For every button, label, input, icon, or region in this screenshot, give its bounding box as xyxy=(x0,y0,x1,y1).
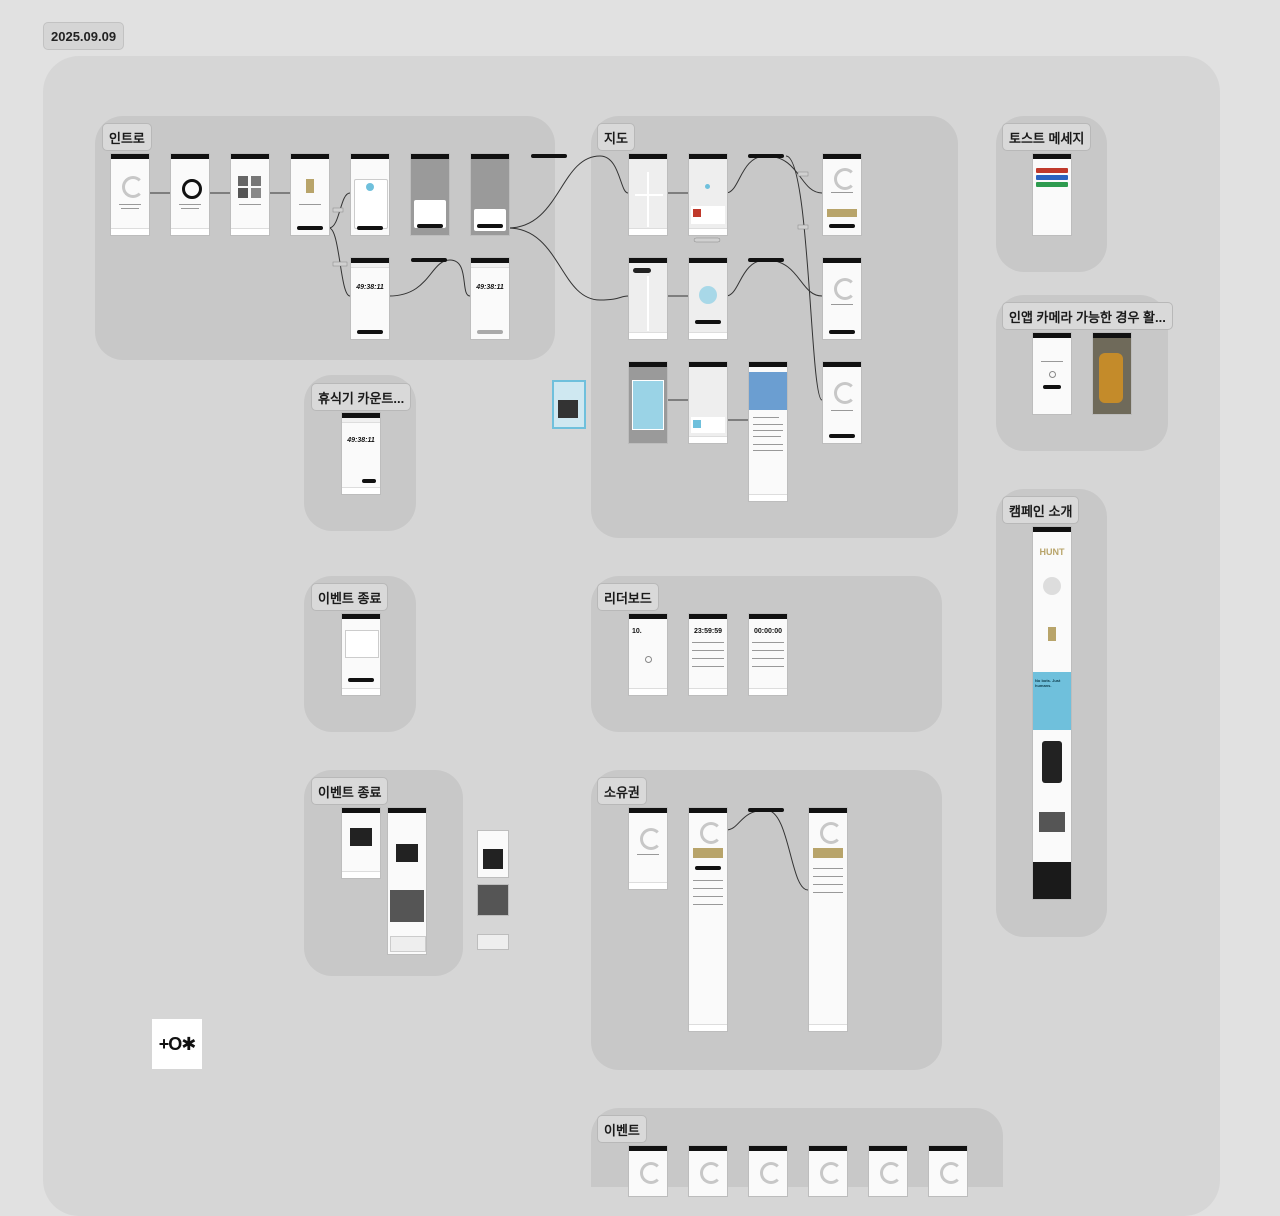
event-screen-2[interactable] xyxy=(688,1145,728,1197)
camera-view-screen[interactable] xyxy=(1092,332,1132,415)
countdown-timer: 49:38:11 xyxy=(356,284,384,291)
leaderboard-screen-3[interactable]: 00:00:00 xyxy=(748,613,788,696)
intro-screen-7[interactable] xyxy=(470,153,510,236)
section-label-event[interactable]: 이벤트 xyxy=(597,1115,647,1143)
section-label-event-end-1[interactable]: 이벤트 종료 xyxy=(311,583,389,611)
floating-event-card-1[interactable] xyxy=(477,830,509,878)
section-label-event-end-2[interactable]: 이벤트 종료 xyxy=(311,777,389,805)
floating-event-card-3[interactable] xyxy=(477,934,509,950)
event-screen-5[interactable] xyxy=(868,1145,908,1197)
intro-screen-4[interactable] xyxy=(290,153,330,236)
intro-timer-screen-2[interactable]: 49:38:11 xyxy=(470,257,510,340)
map-result-screen-3[interactable] xyxy=(822,361,862,444)
intro-screen-2[interactable] xyxy=(170,153,210,236)
map-result-screen-1[interactable] xyxy=(822,153,862,236)
flow-connectors xyxy=(149,154,823,891)
map-screen-3[interactable] xyxy=(628,257,668,340)
section-label-ownership[interactable]: 소유권 xyxy=(597,777,647,805)
event-screen-4[interactable] xyxy=(808,1145,848,1197)
ownership-screen-3[interactable] xyxy=(808,807,848,1032)
countdown-timer: 49:38:11 xyxy=(476,284,504,291)
event-screen-1[interactable] xyxy=(628,1145,668,1197)
section-label-intro[interactable]: 인트로 xyxy=(102,123,152,151)
ownership-screen-2[interactable] xyxy=(688,807,728,1032)
section-label-camera[interactable]: 인앱 카메라 가능한 경우 활... xyxy=(1002,302,1173,330)
intro-timer-screen-1[interactable]: 49:38:11 xyxy=(350,257,390,340)
map-screen-5[interactable] xyxy=(688,361,728,444)
campaign-hunt-title: HUNT xyxy=(1039,547,1065,557)
section-label-map[interactable]: 지도 xyxy=(597,123,635,151)
floating-event-card-2[interactable] xyxy=(477,884,509,916)
campaign-intro-page[interactable]: HUNT No bots. Just humans. xyxy=(1032,526,1072,900)
section-label-cooldown[interactable]: 휴식기 카운트... xyxy=(311,383,412,411)
map-result-screen-2[interactable] xyxy=(822,257,862,340)
map-photo-screen[interactable] xyxy=(628,361,668,444)
section-label-toast[interactable]: 토스트 메세지 xyxy=(1002,123,1092,151)
intro-screen-1[interactable] xyxy=(110,153,150,236)
brand-logo[interactable]: +O✱ xyxy=(152,1019,202,1069)
map-detail-screen[interactable] xyxy=(748,361,788,502)
campaign-tagline: No bots. Just humans. xyxy=(1035,678,1061,688)
intro-screen-3[interactable] xyxy=(230,153,270,236)
date-label[interactable]: 2025.09.09 xyxy=(43,22,125,50)
map-screen-4[interactable] xyxy=(688,257,728,340)
rank-number: 10. xyxy=(632,628,642,635)
event-end-screen-3[interactable] xyxy=(387,807,427,955)
camera-permission-screen[interactable] xyxy=(1032,332,1072,415)
section-label-campaign[interactable]: 캠페인 소개 xyxy=(1002,496,1080,524)
leaderboard-screen-1[interactable]: 10. xyxy=(628,613,668,696)
map-screen-1[interactable] xyxy=(628,153,668,236)
floating-poster-card[interactable] xyxy=(552,380,586,429)
event-screen-3[interactable] xyxy=(748,1145,788,1197)
ownership-screen-1[interactable] xyxy=(628,807,668,890)
event-screen-6[interactable] xyxy=(928,1145,968,1197)
intro-screen-5[interactable] xyxy=(350,153,390,236)
countdown-timer: 49:38:11 xyxy=(347,437,375,444)
section-label-leaderboard[interactable]: 리더보드 xyxy=(597,583,659,611)
toast-message-screen[interactable] xyxy=(1032,153,1072,236)
leaderboard-timer: 23:59:59 xyxy=(693,628,723,635)
cooldown-screen[interactable]: 49:38:11 xyxy=(341,412,381,495)
leaderboard-screen-2[interactable]: 23:59:59 xyxy=(688,613,728,696)
map-screen-2[interactable] xyxy=(688,153,728,236)
leaderboard-timer: 00:00:00 xyxy=(753,628,783,635)
intro-screen-6[interactable] xyxy=(410,153,450,236)
event-end-screen-1[interactable] xyxy=(341,613,381,696)
event-end-screen-2[interactable] xyxy=(341,807,381,879)
